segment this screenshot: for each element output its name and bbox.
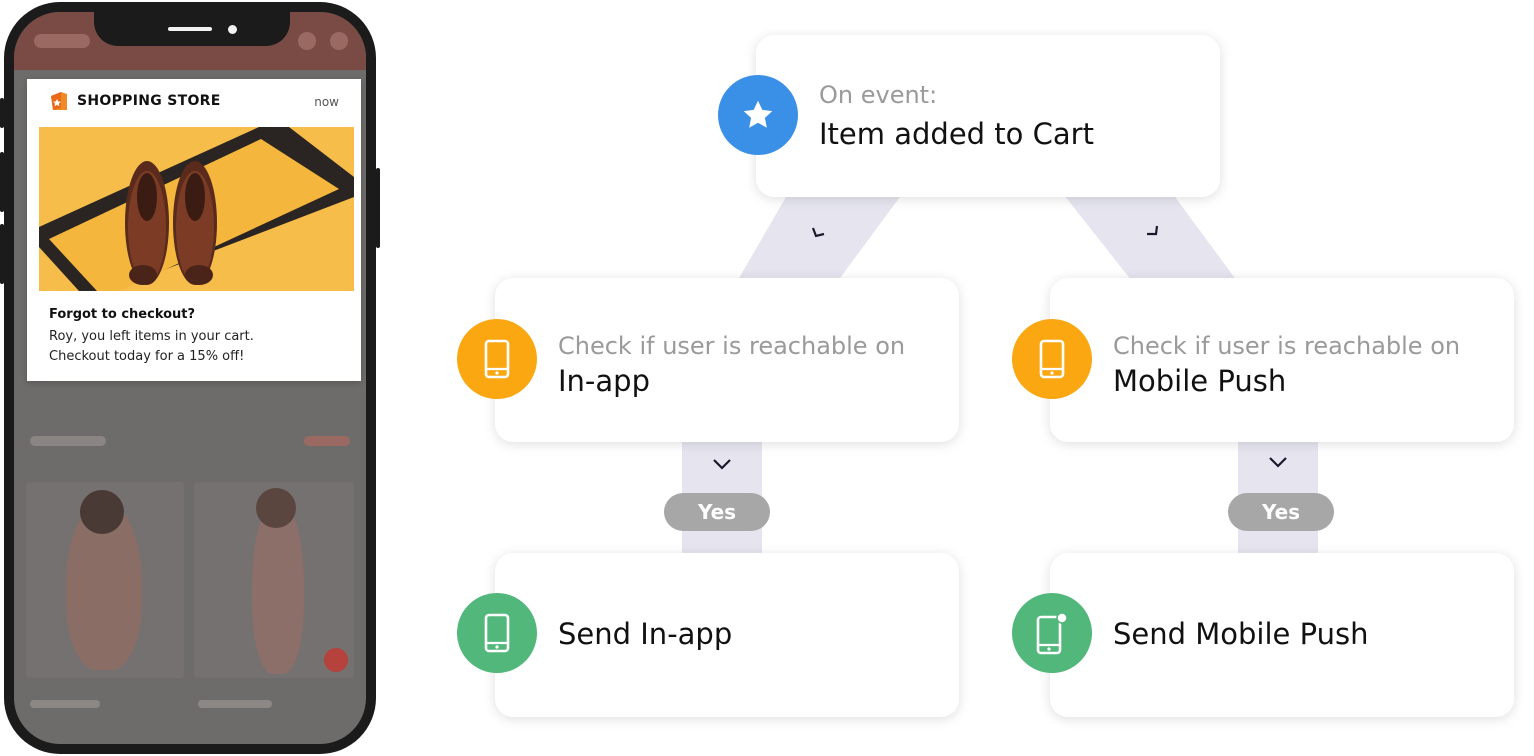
chevron-down-icon [1269, 457, 1287, 468]
flow-connector-left [735, 190, 905, 285]
product-card [26, 482, 184, 678]
phone-side-button [0, 98, 4, 128]
condition-yes-badge[interactable]: Yes [1228, 493, 1334, 531]
action-send-mobile-push-card[interactable]: Send Mobile Push [1050, 553, 1514, 717]
add-to-cart-icon [324, 648, 348, 672]
section-title-placeholder [30, 436, 106, 446]
phone-mockup: SHOPPING STORE now [0, 2, 380, 754]
trigger-node-icon [718, 75, 798, 155]
check-prefix: Check if user is reachable on [1113, 332, 1461, 360]
action-node-icon [1012, 593, 1092, 673]
check-prefix: Check if user is reachable on [558, 332, 906, 360]
speaker-icon [168, 27, 212, 31]
notification-image [39, 127, 354, 291]
shopping-bag-icon [51, 92, 67, 110]
phone-icon [1039, 339, 1065, 379]
phone-icon [484, 613, 510, 653]
check-channel-label: Mobile Push [1113, 364, 1287, 398]
trigger-card[interactable]: On event: Item added to Cart [756, 35, 1220, 197]
flow-connector-right [1060, 190, 1240, 285]
check-inapp-card[interactable]: Check if user is reachable on In-app [495, 278, 959, 442]
camera-icon [228, 25, 237, 34]
star-icon [743, 100, 773, 128]
phone-volume-down-button [0, 224, 4, 284]
notification-body: Roy, you left items in your cart. [49, 329, 254, 344]
notification-title: Forgot to checkout? [49, 307, 196, 322]
product-card [194, 482, 354, 678]
arrow-icon [811, 227, 825, 238]
check-node-icon [457, 319, 537, 399]
chevron-down-icon [713, 459, 731, 470]
check-channel-label: In-app [558, 364, 650, 398]
phone-notification-icon [1036, 612, 1068, 655]
push-notification[interactable]: SHOPPING STORE now [27, 79, 361, 381]
product-caption [26, 688, 184, 728]
condition-yes-badge[interactable]: Yes [664, 493, 770, 531]
phone-icon [484, 339, 510, 379]
check-node-icon [1012, 319, 1092, 399]
view-all-placeholder [304, 436, 350, 446]
phone-notch [94, 12, 290, 46]
action-label: Send Mobile Push [1113, 617, 1369, 651]
action-label: Send In-app [558, 617, 733, 651]
trigger-prefix: On event: [819, 81, 938, 109]
trigger-label: Item added to Cart [819, 117, 1094, 151]
product-caption [194, 688, 354, 728]
phone-power-button [376, 168, 380, 248]
phone-screen: SHOPPING STORE now [14, 12, 366, 744]
check-mobile-push-card[interactable]: Check if user is reachable on Mobile Pus… [1050, 278, 1514, 442]
action-send-inapp-card[interactable]: Send In-app [495, 553, 959, 717]
notification-body: Checkout today for a 15% off! [49, 349, 245, 364]
store-name: SHOPPING STORE [77, 93, 221, 109]
notification-time: now [314, 95, 339, 109]
action-node-icon [457, 593, 537, 673]
phone-volume-up-button [0, 152, 4, 212]
arrow-icon [1147, 225, 1159, 236]
